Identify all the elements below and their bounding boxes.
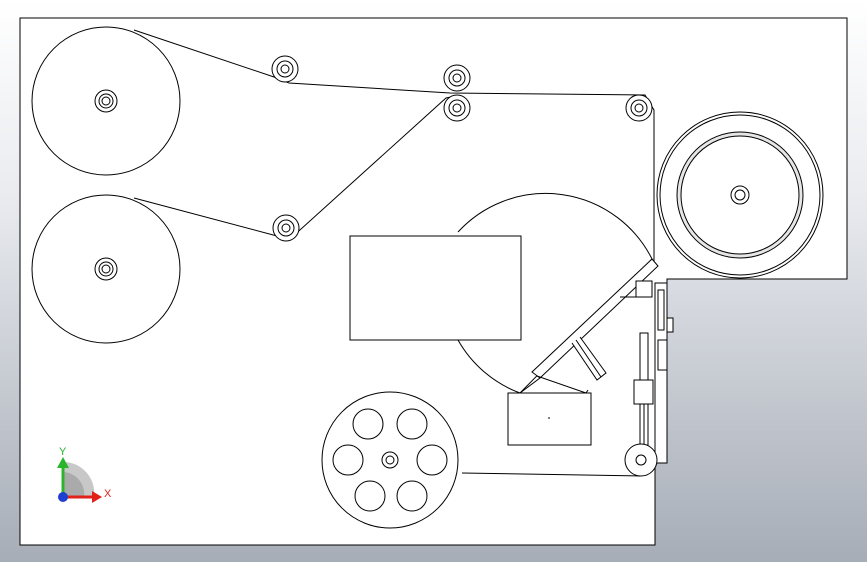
rewind-hub — [321, 391, 459, 529]
control-panel-box — [349, 235, 522, 341]
lower-supply-reel — [31, 194, 181, 344]
sensor-box — [507, 392, 592, 446]
upper-supply-reel — [31, 26, 181, 176]
y-axis-arrow — [57, 457, 69, 468]
y-axis-label: Y — [59, 446, 67, 458]
coordinate-triad: Y X — [57, 446, 112, 503]
rewind-roller — [624, 443, 658, 477]
idler-roller-5 — [272, 214, 300, 242]
x-axis-label: X — [104, 488, 112, 500]
z-axis-dot — [58, 492, 68, 502]
idler-roller-4 — [625, 94, 653, 122]
side-rail-assembly — [633, 282, 674, 464]
idler-roller-1 — [271, 55, 299, 83]
idler-roller-3 — [443, 94, 471, 122]
drive-motor-wheel — [656, 111, 824, 279]
idler-roller-2 — [443, 64, 471, 92]
x-axis-arrow — [92, 491, 102, 503]
